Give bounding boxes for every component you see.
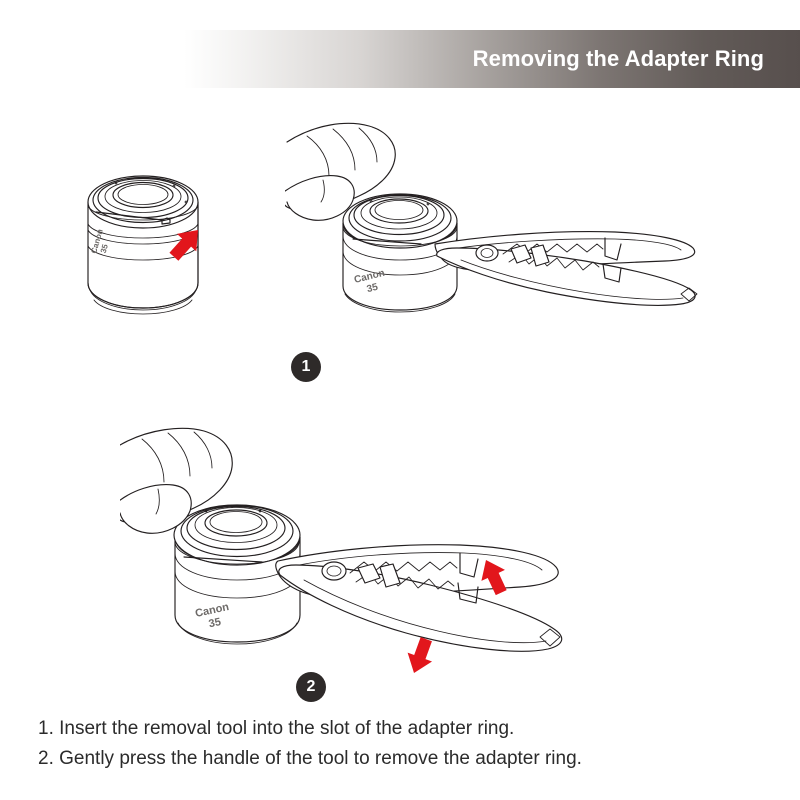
caption-list: 1. Insert the removal tool into the slot… <box>38 714 758 774</box>
hand-illustration <box>280 122 396 221</box>
step-badge-2: 2 <box>296 672 326 702</box>
adapter-ring-slot <box>87 205 199 225</box>
page-title: Removing the Adapter Ring <box>472 46 764 71</box>
caption-step-2: 2. Gently press the handle of the tool t… <box>38 748 582 769</box>
press-lower-handle-arrow <box>407 637 433 673</box>
lens-brand-line2: 35 <box>366 282 380 295</box>
caption-step-1: 1. Insert the removal tool into the slot… <box>38 718 515 739</box>
lens-hand-tool-drawing: Canon 35 <box>280 122 698 313</box>
slot-pointer-arrow <box>169 230 198 261</box>
press-upper-handle-arrow <box>481 560 507 596</box>
lens-front-rings <box>173 504 301 566</box>
hand-illustration <box>113 427 233 534</box>
lens-barrel <box>87 201 199 315</box>
lens-brand-line2: 35 <box>99 243 110 255</box>
removal-tool <box>434 231 698 306</box>
adapter-ring-lens-drawing: Canon 35 <box>87 175 199 315</box>
lens-brand-marking: Canon 35 <box>89 228 110 255</box>
pressing-tool-drawing: Canon 35 <box>113 427 563 673</box>
illustration-pressing-tool: Canon 35 <box>113 425 600 695</box>
adapter-ring-slot <box>174 542 300 565</box>
lens-front-rings <box>342 193 458 249</box>
header-banner: Removing the Adapter Ring <box>0 30 800 88</box>
adapter-ring-slot <box>342 227 458 247</box>
lens-brand-line2: 35 <box>208 616 222 630</box>
removal-tool <box>275 544 563 652</box>
illustration-adapter-ring-lens: Canon 35 <box>70 150 270 345</box>
step-badge-1: 1 <box>291 352 321 382</box>
illustration-lens-hand-tool: Canon 35 <box>280 118 705 353</box>
